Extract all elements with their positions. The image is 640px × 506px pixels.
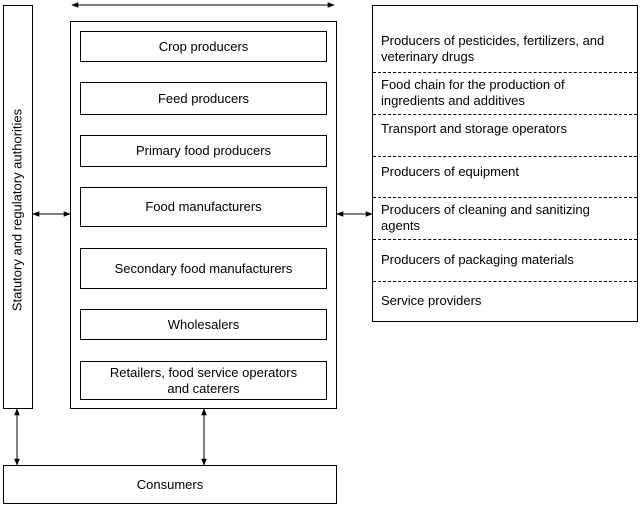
supplier-item: Service providers <box>381 293 482 308</box>
chain-label: Primary food producers <box>135 143 272 158</box>
consumers-label: Consumers <box>136 476 204 492</box>
supplier-item: Producers of pesticides, fertilizers, an… <box>381 33 605 64</box>
supplier-separator <box>373 114 637 115</box>
chain-box-crop-producers: Crop producers <box>80 31 327 62</box>
supplier-item: Transport and storage operators <box>381 121 567 136</box>
chain-label: Retailers, food service operators and ca… <box>109 364 298 396</box>
regulatory-authorities-box <box>3 5 33 409</box>
chain-box-secondary-food-manufacturers: Secondary food manufacturers <box>80 248 327 289</box>
chain-box-retailers: Retailers, food service operators and ca… <box>80 361 327 400</box>
supplier-separator <box>373 197 637 198</box>
chain-box-primary-food-producers: Primary food producers <box>80 135 327 167</box>
supplier-separator <box>373 156 637 157</box>
chain-box-food-manufacturers: Food manufacturers <box>80 187 327 227</box>
chain-label: Secondary food manufacturers <box>114 260 293 276</box>
supplier-item: Producers of equipment <box>381 164 520 179</box>
supplier-item: Producers of packaging materials <box>381 252 574 267</box>
regulatory-authorities-label: Statutory and regulatory authorities <box>9 108 25 312</box>
supplier-separator <box>373 281 637 282</box>
suppliers-box: Producers of pesticides, fertilizers, an… <box>372 5 638 322</box>
supplier-item: Producers of cleaning and sanitizing age… <box>381 202 590 233</box>
supplier-separator <box>373 72 637 73</box>
chain-label: Food manufacturers <box>145 199 262 214</box>
chain-label: Feed producers <box>157 90 250 106</box>
supplier-item: Food chain for the production of ingredi… <box>381 77 565 108</box>
chain-label: Wholesalers <box>167 316 240 332</box>
consumers-box: Consumers <box>3 465 337 504</box>
chain-box-wholesalers: Wholesalers <box>80 309 327 340</box>
supplier-separator <box>373 239 637 240</box>
chain-box-feed-producers: Feed producers <box>80 82 327 115</box>
chain-label: Crop producers <box>158 38 249 54</box>
